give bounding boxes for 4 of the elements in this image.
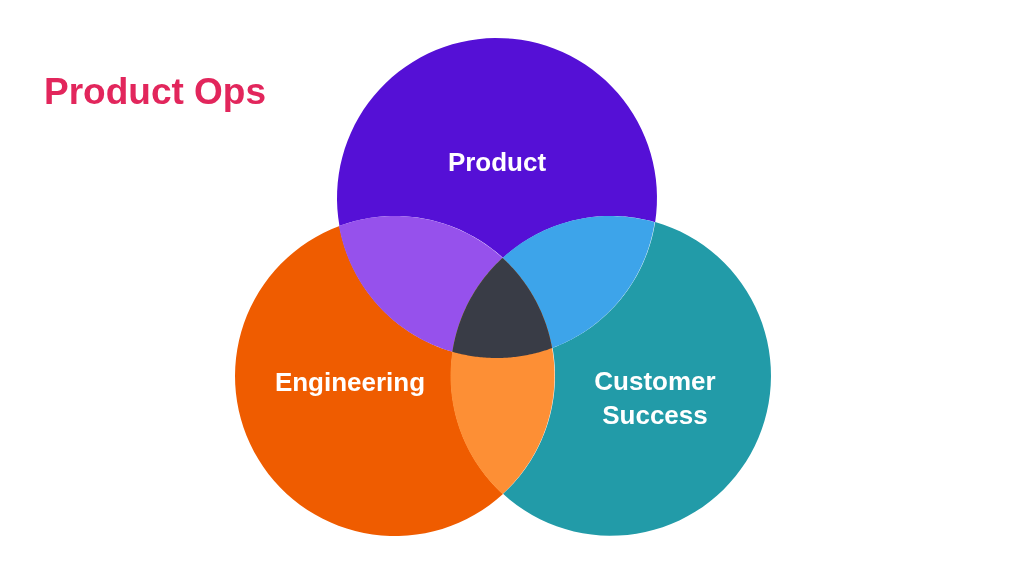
circle-label: Customer Success xyxy=(594,365,716,432)
circle-label: Engineering xyxy=(274,366,426,400)
diagram-title: Product Ops xyxy=(44,73,267,110)
circle-label: Product xyxy=(447,146,547,180)
